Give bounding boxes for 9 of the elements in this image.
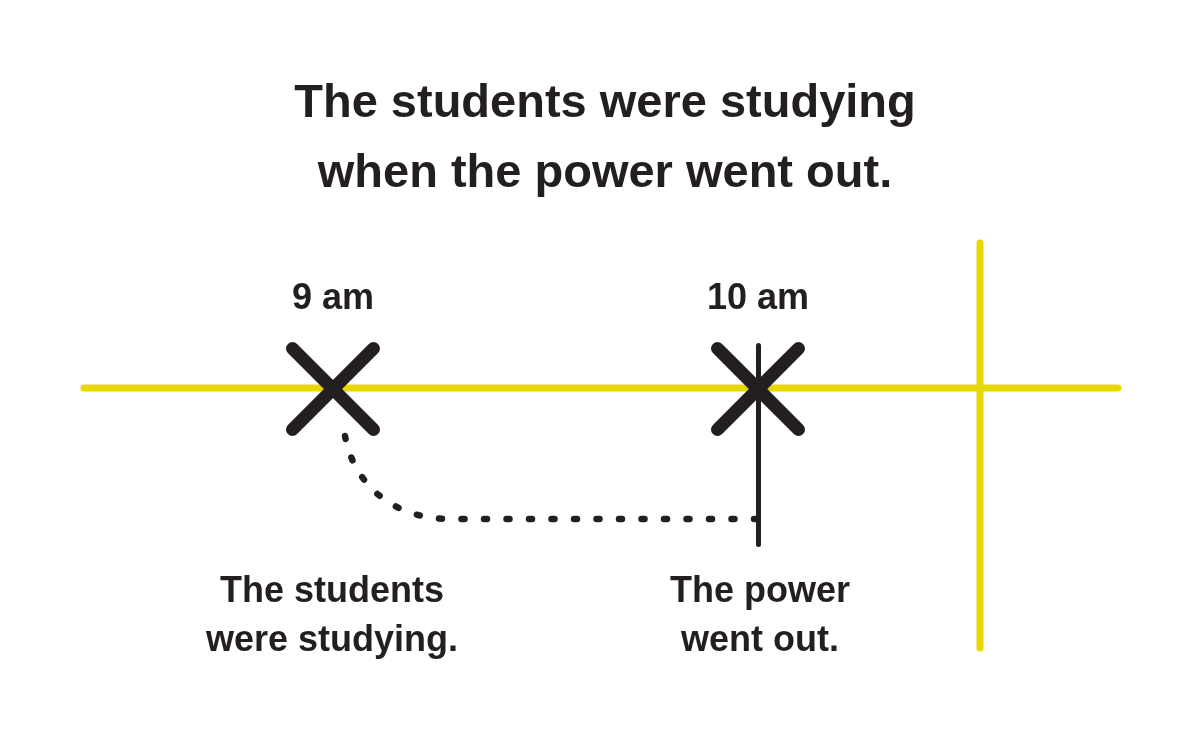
time-label: 9 am	[290, 277, 376, 317]
event-caption: The students were studying.	[204, 568, 460, 661]
title: The students were studying when the power went out.	[293, 73, 917, 199]
dotted-connector	[341, 432, 759, 523]
event-marker-line	[755, 343, 761, 547]
x-mark-icon	[711, 342, 805, 436]
event-caption: The power went out.	[669, 568, 851, 661]
x-mark-icon	[286, 342, 380, 436]
time-label: 10 am	[705, 277, 811, 317]
